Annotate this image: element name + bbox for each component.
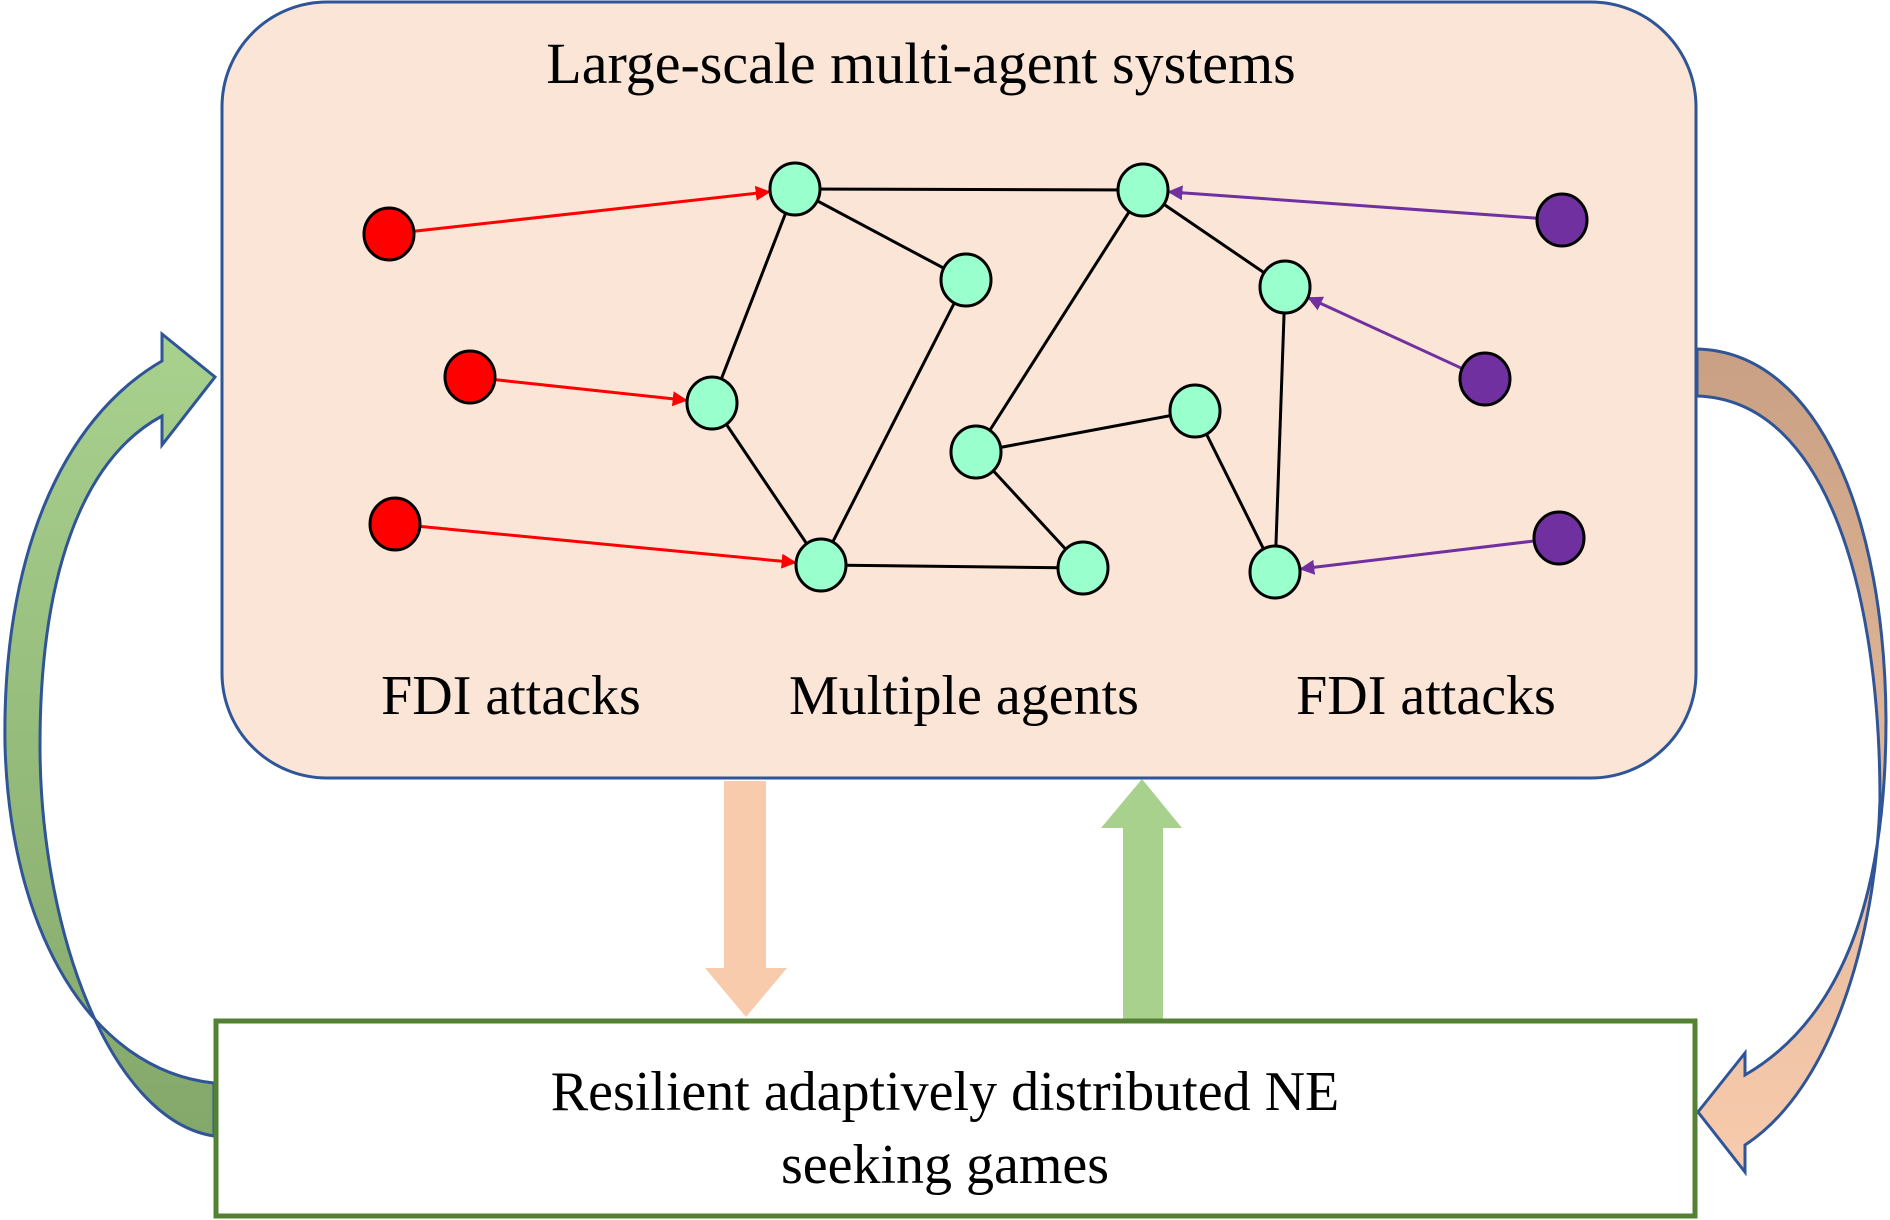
edge-A-E [794,187,1144,192]
agent-node-I [1056,540,1110,596]
attacker-node-L3 [368,496,422,552]
edge-D-C [819,279,968,566]
edge-A-D [794,187,967,282]
agent-node-D [939,252,993,308]
agent-node-J [1248,544,1302,600]
system-box-title: Large-scale multi-agent systems [546,31,1295,96]
attack-arrow-R3 [1299,539,1535,575]
system-box [220,0,1698,780]
edge-C-I [820,563,1084,570]
edge-A-B [710,188,797,404]
game-box [213,1018,1698,1219]
agent-node-E [1116,162,1170,218]
feedback-arrow-right [1695,347,1888,1177]
edge-H-J [1193,410,1277,573]
edge-E-F [1142,188,1286,289]
attack-arrow-R2 [1307,296,1463,370]
agent-node-C [794,537,848,593]
attack-arrow-L1 [413,185,771,233]
attack-arrow-L2 [494,378,688,407]
agent-node-A [768,161,822,217]
label-fdi-attacks-left: FDI attacks [381,665,641,727]
label-multiple-agents: Multiple agents [789,665,1139,727]
attack-arrows [413,185,1538,575]
attacker-node-R3 [1532,510,1586,566]
attack-arrow-L3 [419,524,797,569]
arrow-down-to-game [705,781,787,1017]
agent-node-G [949,424,1003,480]
edge-E-G [974,189,1145,453]
agent-node-H [1168,383,1222,439]
agent-node-B [685,375,739,431]
agent-node-F [1258,259,1312,315]
attacker-node-R1 [1535,192,1589,248]
game-box-line-2: seeking games [781,1134,1109,1196]
edge-G-H [975,409,1196,454]
attack-arrow-R1 [1167,185,1538,220]
game-box-line-1: Resilient adaptively distributed NE [551,1061,1340,1123]
arrow-up-to-system [1101,779,1182,1019]
attacker-node-L1 [362,206,416,262]
graph-nodes [362,161,1589,600]
label-fdi-attacks-right: FDI attacks [1296,665,1556,727]
edge-B-C [710,402,823,566]
feedback-arrow-left [3,330,218,1138]
edge-F-J [1273,286,1287,573]
attacker-node-R2 [1458,351,1512,407]
attacker-node-L2 [443,349,497,405]
